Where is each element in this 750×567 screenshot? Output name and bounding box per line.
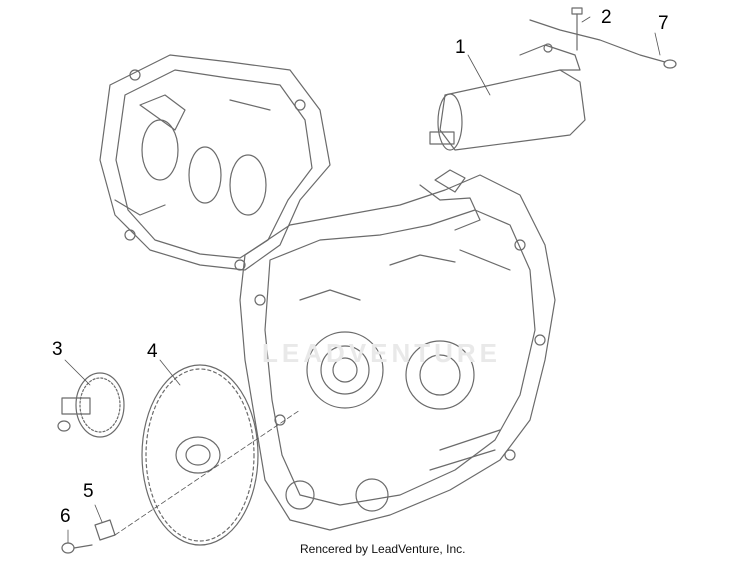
callout-5: 5 xyxy=(83,481,94,502)
callout-1: 1 xyxy=(455,37,466,58)
render-credit: Rencered by LeadVenture, Inc. xyxy=(300,542,466,556)
lock-plate xyxy=(94,519,116,541)
transmission-cover xyxy=(99,54,331,271)
screw xyxy=(61,542,93,554)
engine-case xyxy=(239,169,556,531)
callout-3: 3 xyxy=(52,339,63,360)
callout-4: 4 xyxy=(147,341,158,362)
starter-cable xyxy=(529,19,677,69)
starter-driven-gear xyxy=(141,364,259,546)
callout-7: 7 xyxy=(658,13,669,34)
leader-lines xyxy=(64,16,661,544)
watermark: LEADVENTURE xyxy=(262,338,502,368)
callout-6: 6 xyxy=(60,506,71,527)
callout-2: 2 xyxy=(601,7,612,28)
intermediate-gear xyxy=(57,372,125,438)
bolt xyxy=(571,7,583,51)
starter-motor xyxy=(429,43,586,151)
